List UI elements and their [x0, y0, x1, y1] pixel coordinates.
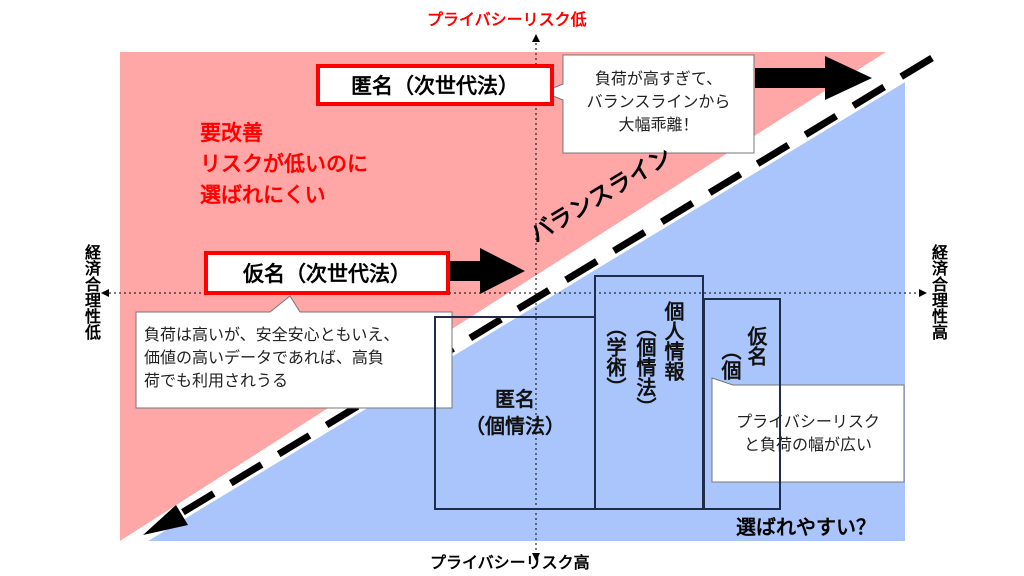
- pseudo-label-2: （個: [718, 340, 742, 380]
- callout-left-bg: [135, 295, 453, 409]
- callout-left: 負荷は高いが、安全安心ともいえ、 価値の高いデータであれば、高負 荷でも利用され…: [144, 325, 400, 390]
- callout-top: 負荷が高すぎて、 バランスラインから 大幅乖離！: [586, 69, 731, 134]
- vertical-axis-arrow-bottom: [532, 553, 540, 561]
- balance-line: [168, 55, 934, 523]
- callout-top-bg: [541, 54, 755, 154]
- axis-label-right: 経済合理性高: [929, 244, 948, 340]
- pseudo-label-1: 仮名: [744, 326, 768, 366]
- top-arrow-shaft: [755, 68, 840, 88]
- improvement-line-3: 選ばれにくい: [200, 183, 326, 207]
- callout-right: プライバシーリスク と負荷の幅が広い: [736, 412, 880, 454]
- anon-personal-block: 匿名 （個情法）: [434, 316, 596, 510]
- anon-next-gen-box: 匿名（次世代法）: [316, 64, 554, 106]
- balance-band: [120, 52, 905, 541]
- improvement-line-1: 要改善: [200, 121, 263, 145]
- personal-info-block: （学術） 個人情報 （個情法）: [594, 275, 704, 510]
- top-arrow-head: [825, 56, 872, 100]
- academic-label: （学術）: [603, 317, 627, 397]
- horizontal-axis-arrow-right: [919, 289, 927, 297]
- anon-personal-label-1: 匿名: [495, 387, 535, 411]
- axis-label-bottom: プライバシーリスク高: [430, 553, 590, 572]
- personal-info-label-1: 個人情報: [661, 301, 685, 381]
- improvement-text: 要改善 リスクが低いのに 選ばれにくい: [200, 118, 368, 211]
- pseudo-next-gen-box: 仮名（次世代法）: [204, 251, 450, 295]
- pseudo-personal-block: 仮名 （個: [703, 298, 781, 510]
- axis-label-left: 経済合理性低: [82, 244, 101, 340]
- personal-info-label-2: （個情法）: [633, 317, 657, 417]
- vertical-axis-arrow-top: [532, 34, 540, 42]
- middle-arrow-head: [480, 248, 525, 294]
- improvement-line-2: リスクが低いのに: [200, 152, 368, 176]
- balance-arrowhead: [143, 505, 188, 535]
- anon-personal-label-2: （個情法）: [465, 414, 565, 438]
- horizontal-axis-arrow-left: [101, 289, 109, 297]
- chosen-easily-label: 選ばれやすい？: [736, 515, 876, 539]
- callout-right-bg: [711, 377, 905, 483]
- axis-label-top: プライバシーリスク低: [427, 10, 587, 29]
